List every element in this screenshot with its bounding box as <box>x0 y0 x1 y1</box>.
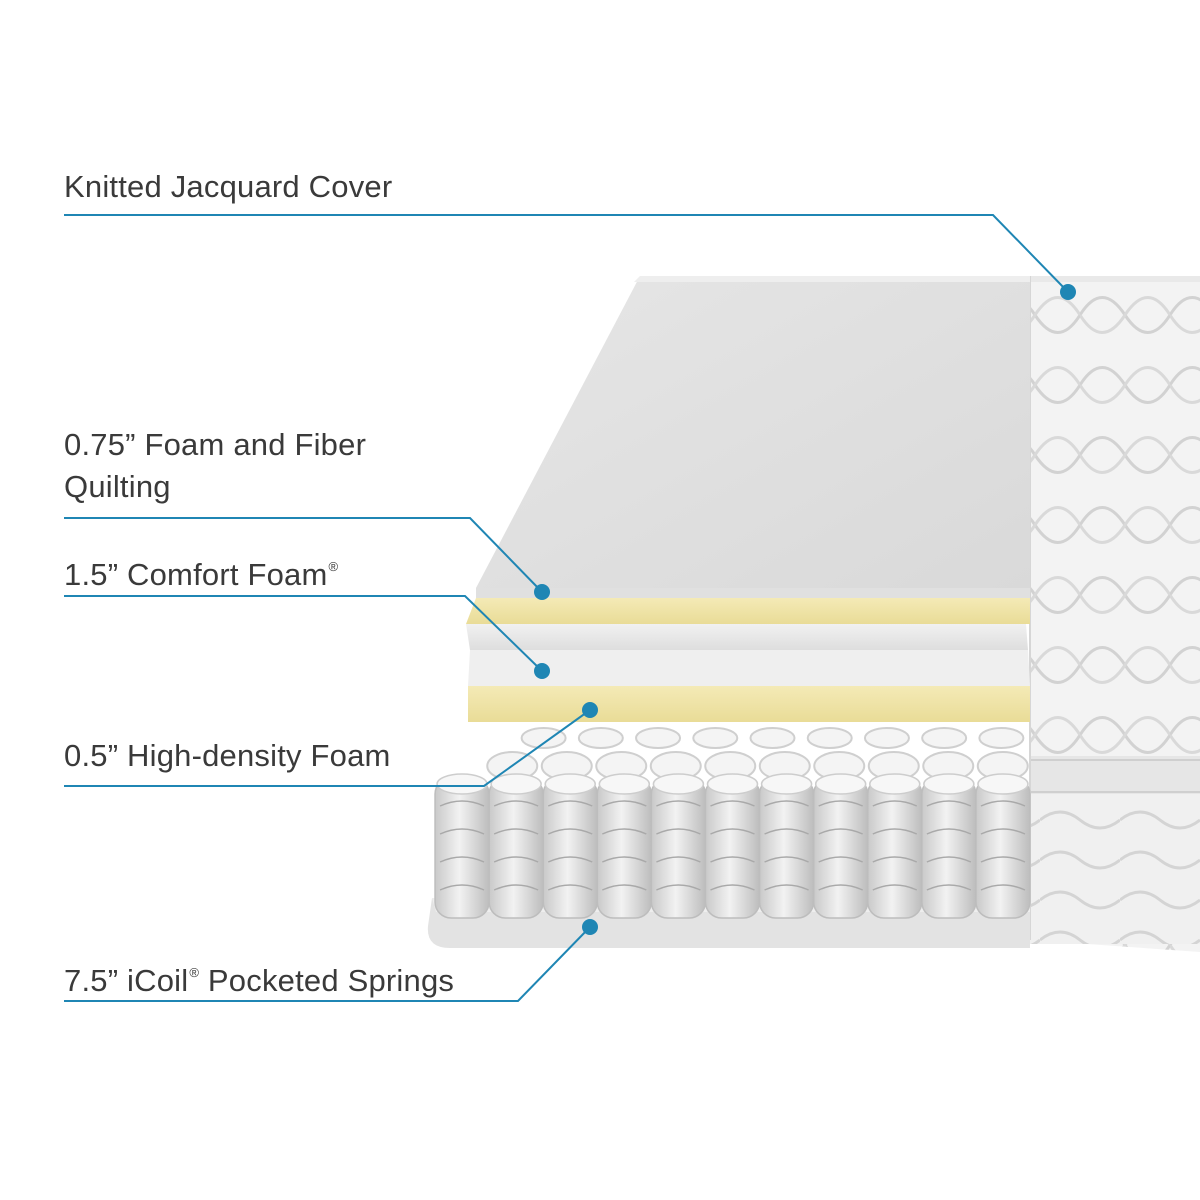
callout-dot-springs <box>582 919 598 935</box>
label-text: 0.5” High-density Foam <box>64 738 391 773</box>
leader-line-comfort-foam <box>64 595 543 672</box>
label-high-density-foam: 0.5” High-density Foam <box>64 735 391 777</box>
label-foam-fiber-quilting: 0.75” Foam and Fiber Quilting <box>64 424 366 508</box>
foam-layers <box>466 276 1030 722</box>
label-text-line2: Quilting <box>64 469 171 504</box>
label-knitted-jacquard-cover: Knitted Jacquard Cover <box>64 166 392 208</box>
spring-coil <box>758 773 815 919</box>
callout-dot-quilting <box>534 584 550 600</box>
label-text: Knitted Jacquard Cover <box>64 169 393 204</box>
spring-coil <box>921 773 977 919</box>
spring-coil <box>542 773 598 919</box>
spring-coil <box>975 773 1031 919</box>
label-text-line1: 0.75” Foam and Fiber <box>64 427 367 462</box>
label-text: 1.5” Comfort Foam <box>64 557 328 592</box>
spring-coil <box>488 773 544 919</box>
leader-lines <box>64 214 1069 1002</box>
label-text: 7.5” iCoil <box>64 963 189 998</box>
spring-coil <box>704 773 761 919</box>
registered-mark: ® <box>189 965 200 980</box>
spring-coil <box>812 773 869 919</box>
leader-line-springs <box>64 926 591 1002</box>
spring-coil <box>863 727 910 749</box>
label-comfort-foam: 1.5” Comfort Foam® <box>64 546 338 596</box>
spring-coil <box>434 773 490 919</box>
callout-dot-cover <box>1060 284 1076 300</box>
spring-coil <box>520 727 567 749</box>
label-icoil-pocketed-springs: 7.5” iCoil® Pocketed Springs <box>64 952 454 1002</box>
registered-mark: ® <box>328 559 339 574</box>
leader-line-cover <box>64 214 1069 293</box>
spring-coil <box>867 773 923 919</box>
callout-dot-comfort-foam <box>534 663 550 679</box>
mattress-side-cover <box>1029 276 1200 952</box>
label-text-after: Pocketed Springs <box>199 963 455 998</box>
pocketed-springs <box>434 727 1031 919</box>
spring-coil <box>978 727 1025 749</box>
spring-coil <box>749 727 796 749</box>
callout-dots <box>534 284 1076 935</box>
spring-coil <box>806 727 853 749</box>
spring-coil <box>577 727 624 749</box>
spring-coil <box>921 727 968 749</box>
callout-dot-high-density-foam <box>582 702 598 718</box>
leader-line-quilting <box>64 517 543 593</box>
leader-line-high-density-foam <box>64 709 591 787</box>
spring-coil <box>650 773 707 919</box>
spring-coil <box>596 773 653 919</box>
spring-coil <box>635 727 682 749</box>
spring-coil <box>692 727 739 749</box>
